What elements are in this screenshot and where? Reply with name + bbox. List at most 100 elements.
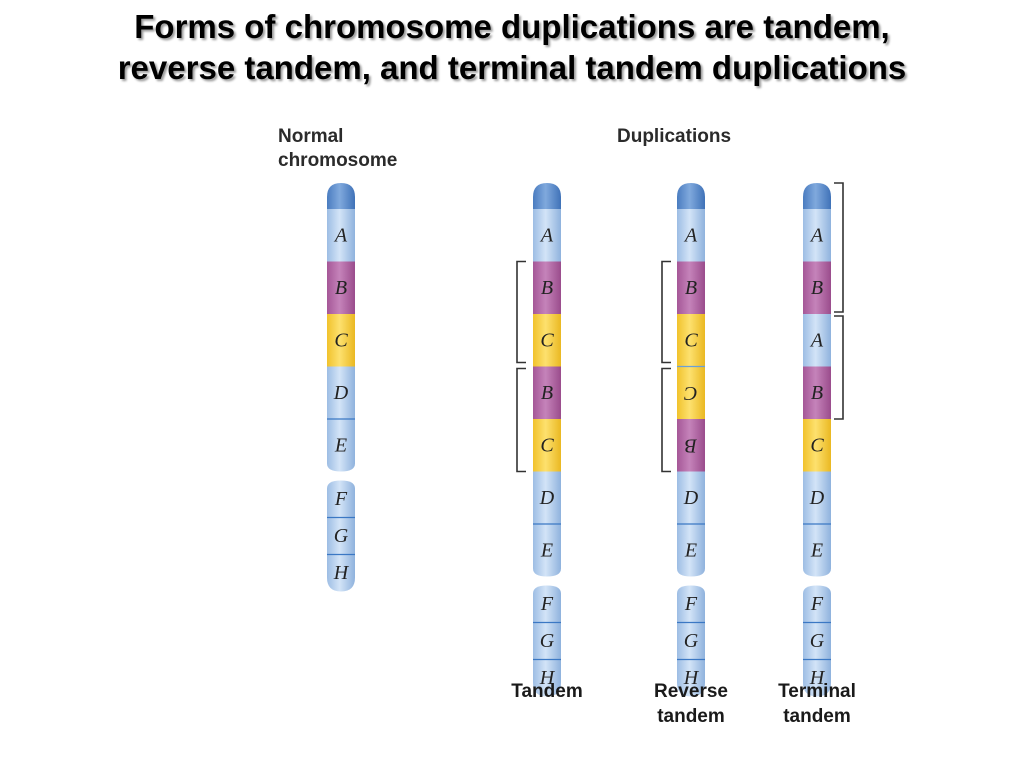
segment-f	[533, 585, 561, 623]
bracket-terminal-1	[834, 182, 844, 313]
segment-label: G	[810, 630, 825, 652]
bracket-terminal-2	[834, 315, 844, 420]
header-normal-line-1: Normal	[278, 126, 343, 147]
segment-g	[677, 622, 705, 660]
segment-a	[327, 209, 355, 262]
caption-terminal-tandem: tandem	[783, 706, 851, 727]
header-normal-line-2: chromosome	[278, 150, 397, 171]
segment-label: E	[684, 539, 697, 561]
segment-label: D	[683, 487, 699, 509]
segment-g	[533, 622, 561, 660]
segment-label: B	[685, 277, 697, 299]
segment-d	[803, 471, 831, 524]
caption-reverse-tandem: tandem	[657, 706, 725, 727]
segment-c	[677, 314, 705, 367]
segment-a	[803, 314, 831, 367]
chromosome-normal: A B C D E FGH	[327, 183, 355, 592]
segment-label: C	[684, 329, 698, 351]
segment-c	[327, 314, 355, 367]
bracket-reverse-2	[661, 367, 671, 473]
segment-c	[677, 366, 705, 419]
segment-a	[677, 209, 705, 262]
segment-b	[533, 261, 561, 314]
segment-label: B	[811, 277, 823, 299]
segment-label: E	[540, 539, 553, 561]
segment-f	[327, 480, 355, 518]
bracket-tandem-2	[516, 367, 526, 473]
bracket-reverse-1	[661, 260, 671, 364]
segment-f	[677, 585, 705, 623]
segment-label: C	[540, 329, 554, 351]
segment-label: D	[809, 487, 825, 509]
segment-h	[677, 659, 705, 697]
caption-terminal-tandem: Terminal	[778, 681, 856, 702]
segment-label: A	[809, 224, 824, 246]
telomere-top	[803, 183, 831, 209]
segment-c	[533, 314, 561, 367]
telomere-top	[327, 183, 355, 209]
segment-label: B	[541, 277, 553, 299]
segment-label: D	[333, 382, 349, 404]
chromosomes-layer: ABCDEFGHABCBCDEFGHTandemABCCBDEFGHRevers…	[327, 183, 856, 727]
caption-tandem: Tandem	[511, 681, 582, 702]
segment-label: H	[809, 667, 826, 689]
chromosome-tandem: A B C B C D E FGH	[533, 183, 561, 697]
segment-label: E	[334, 434, 347, 456]
segment-label: H	[683, 667, 700, 689]
segment-label: B	[685, 434, 697, 456]
telomere-top	[677, 183, 705, 209]
segment-e	[327, 419, 355, 472]
segment-label: F	[334, 488, 348, 510]
segment-label: D	[539, 487, 555, 509]
segment-label: E	[810, 539, 823, 561]
segment-label: B	[335, 277, 347, 299]
segment-label: H	[539, 667, 556, 689]
segment-label: C	[684, 382, 698, 404]
segment-label: F	[810, 593, 824, 615]
segment-label: F	[684, 593, 698, 615]
segment-label: C	[540, 434, 554, 456]
segment-g	[327, 517, 355, 555]
segment-h	[327, 554, 355, 592]
segment-e	[533, 524, 561, 577]
segment-label: G	[684, 630, 699, 652]
segment-label: F	[540, 593, 554, 615]
segment-b	[327, 261, 355, 314]
segment-label: B	[541, 382, 553, 404]
segment-b	[677, 419, 705, 472]
segment-label: C	[810, 434, 824, 456]
segment-b	[803, 366, 831, 419]
segment-h	[533, 659, 561, 697]
chromosome-terminal-tandem: A B A B C D E FGH	[803, 183, 831, 697]
header-duplications: Duplications	[617, 126, 731, 147]
segment-e	[677, 524, 705, 577]
bracket-tandem-1	[516, 260, 526, 364]
segment-c	[533, 419, 561, 472]
segment-label: A	[809, 329, 824, 351]
segment-d	[327, 366, 355, 419]
segment-label: A	[683, 224, 698, 246]
segment-label: A	[539, 224, 554, 246]
slide-title-line-1: Forms of chromosome duplications are tan…	[134, 8, 890, 45]
segment-label: C	[334, 329, 348, 351]
telomere-top	[533, 183, 561, 209]
segment-label: A	[333, 224, 348, 246]
brackets-layer	[516, 182, 844, 473]
segment-label: B	[811, 382, 823, 404]
segment-g	[803, 622, 831, 660]
slide-title: Forms of chromosome duplications are tan…	[0, 6, 1024, 88]
segment-b	[533, 366, 561, 419]
caption-reverse-tandem: Reverse	[654, 681, 728, 702]
segment-label: G	[334, 525, 349, 547]
segment-b	[803, 261, 831, 314]
segment-a	[803, 209, 831, 262]
segment-f	[803, 585, 831, 623]
segment-c	[803, 419, 831, 472]
segment-a	[533, 209, 561, 262]
segment-h	[803, 659, 831, 697]
segment-label: H	[333, 562, 350, 584]
segment-d	[677, 471, 705, 524]
slide-title-line-2: reverse tandem, and terminal tandem dupl…	[117, 49, 907, 86]
segment-label: G	[540, 630, 555, 652]
